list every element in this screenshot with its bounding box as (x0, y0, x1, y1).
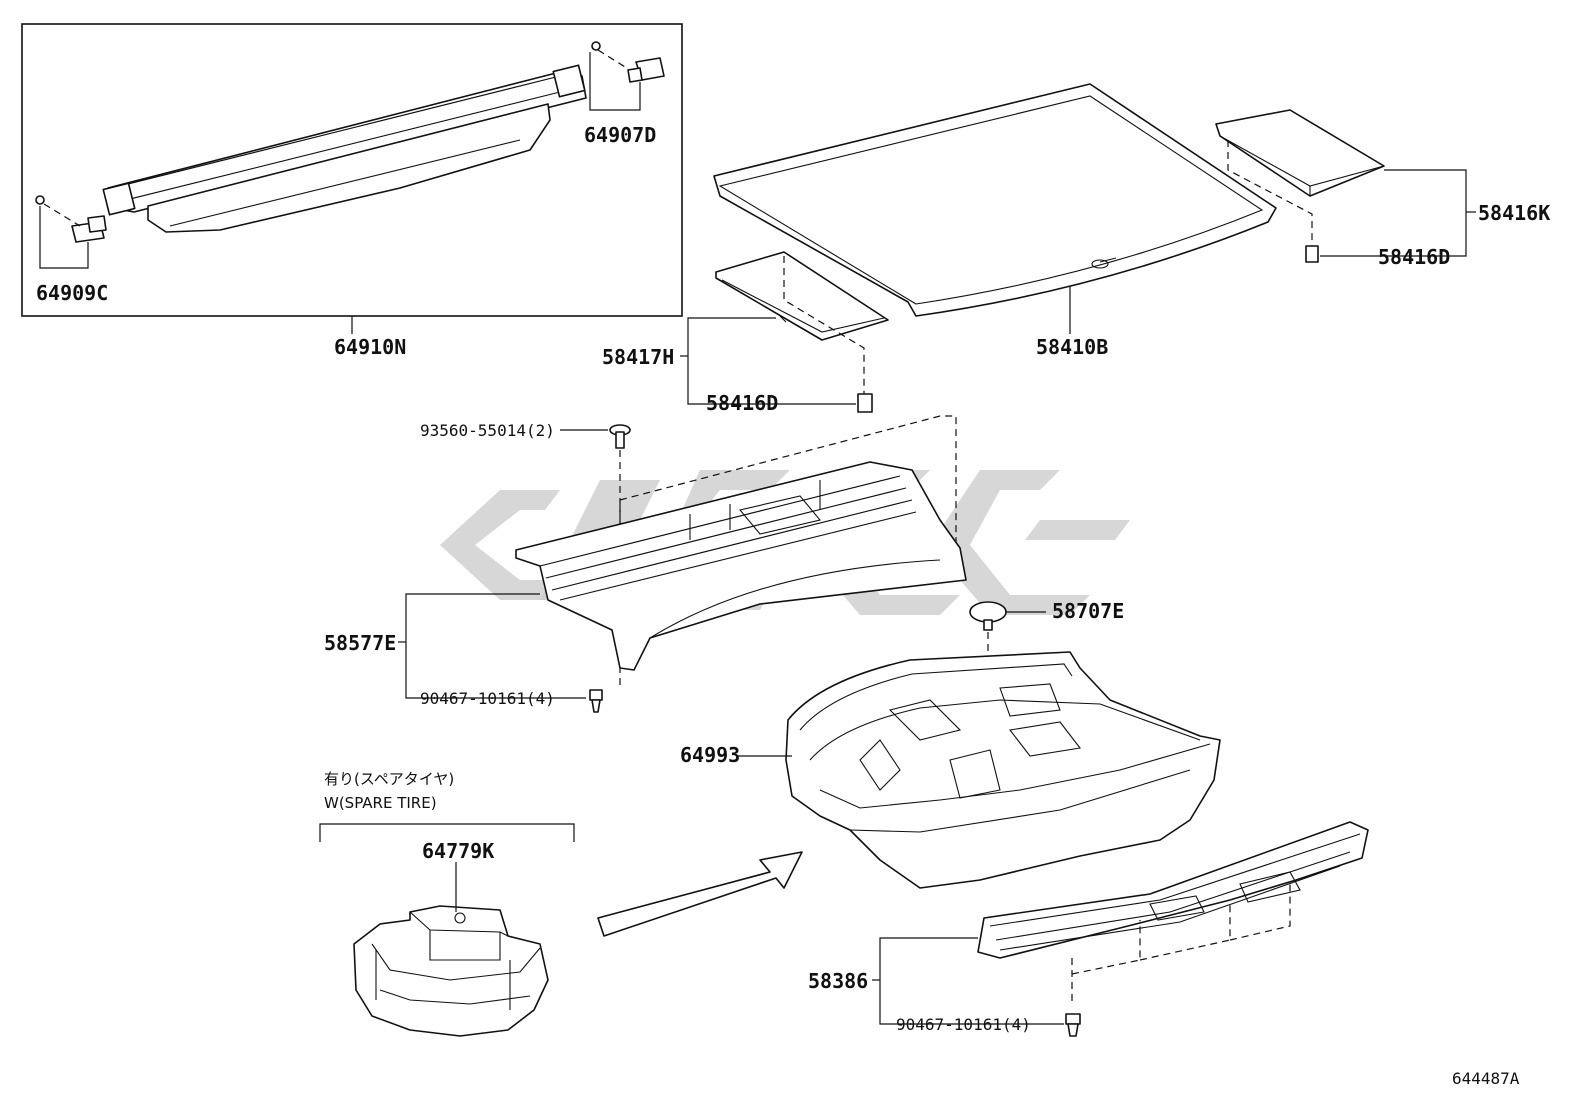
tire-block-64779K-part (353, 905, 549, 1037)
variant-note-jp: 有り(スペアタイヤ) (324, 770, 454, 788)
label-58577E: 58577E (324, 631, 396, 655)
side-board-58417H-part (715, 251, 889, 341)
label-64907D: 64907D (584, 123, 656, 147)
plug-58707E-part (969, 601, 1007, 631)
side-board-58416K-part (1215, 109, 1385, 197)
deck-board-58410B-part (713, 83, 1277, 317)
clip-58416D-left-part (857, 393, 873, 413)
variant-note-en: W(SPARE TIRE) (324, 794, 437, 812)
bracket-64909C-part (35, 195, 107, 269)
label-58410B: 58410B (1036, 335, 1108, 359)
label-58416D-left: 58416D (706, 391, 778, 415)
tonneau-cover-part (102, 64, 587, 233)
label-58416K: 58416K (1478, 201, 1550, 225)
clip-58416D-right-part (1305, 245, 1319, 263)
scuff-plate-58386-part (977, 821, 1369, 959)
label-64779K: 64779K (422, 839, 494, 863)
bracket-64907D-part (589, 41, 665, 111)
screw-93560-part (609, 424, 631, 449)
clip-90467-b-part (1065, 1013, 1081, 1037)
label-64993: 64993 (680, 743, 740, 767)
clip-90467-a-part (589, 689, 603, 713)
label-58416D-right: 58416D (1378, 245, 1450, 269)
label-64909C: 64909C (36, 281, 108, 305)
label-93560-55014: 93560-55014(2) (420, 421, 555, 440)
label-90467-10161-b: 90467-10161(4) (896, 1015, 1031, 1034)
spare-tire-tray-64993-part (785, 651, 1221, 889)
direction-arrow-icon (597, 851, 803, 937)
figure-id: 644487A (1452, 1069, 1520, 1088)
label-58386: 58386 (808, 969, 868, 993)
label-58417H: 58417H (602, 345, 674, 369)
label-58707E: 58707E (1052, 599, 1124, 623)
luggage-tray-58577E-part (515, 415, 967, 671)
label-64910N: 64910N (334, 335, 406, 359)
variant-bracket (319, 823, 575, 842)
label-90467-10161-a: 90467-10161(4) (420, 689, 555, 708)
